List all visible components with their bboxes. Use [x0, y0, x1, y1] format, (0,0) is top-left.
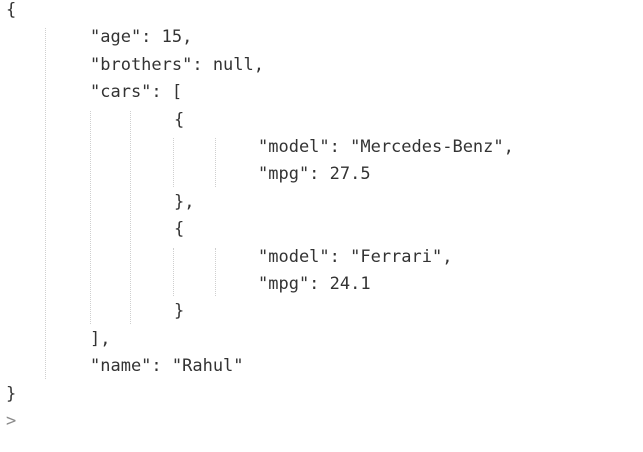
json-line: }, [174, 191, 195, 212]
json-line: "mpg": 24.1 [258, 274, 371, 294]
json-line: { [174, 219, 185, 240]
indent-guide [45, 28, 46, 379]
json-line: } [6, 383, 17, 404]
indent-guide [90, 110, 91, 324]
json-line: ], [90, 328, 111, 349]
json-line: "name": "Rahul" [90, 356, 244, 377]
indent-guide [130, 110, 131, 324]
json-line: { [174, 109, 185, 130]
json-line: "mpg": 27.5 [258, 164, 371, 185]
indent-guide [215, 247, 216, 297]
json-line: } [174, 301, 185, 322]
json-line: "cars": [ [90, 82, 183, 103]
json-line: { [6, 0, 17, 20]
json-line: "model": "Ferrari", [258, 246, 453, 267]
indent-guide [215, 138, 216, 187]
json-line: "model": "Mercedes-Benz", [258, 137, 514, 157]
json-line: "age": 15, [90, 27, 193, 48]
json-line: "brothers": null, [90, 54, 264, 75]
indent-guide [173, 138, 174, 187]
console-prompt[interactable]: > [6, 411, 17, 431]
indent-guide [173, 247, 174, 297]
